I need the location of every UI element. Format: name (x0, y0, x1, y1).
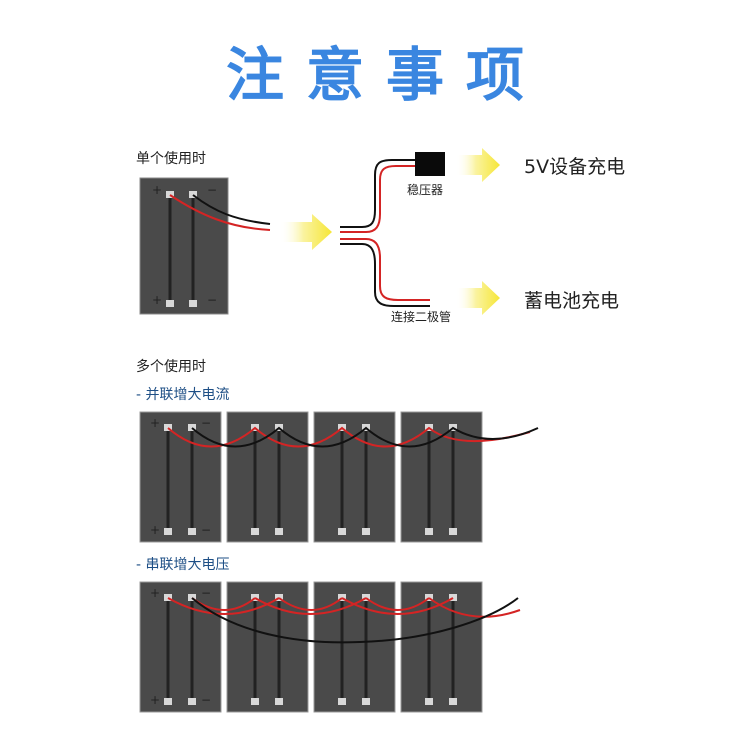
output-battery-label: 蓄电池充电 (524, 290, 620, 312)
diode-label: 连接二极管 (391, 310, 452, 324)
plus-mark: + (152, 293, 163, 307)
minus-mark: − (201, 416, 212, 430)
series-panels (139, 581, 483, 713)
split-red-wire-bottom (340, 238, 430, 301)
single-red-wire (169, 194, 271, 231)
split-red-wire-top (340, 165, 415, 233)
split-black-wire-top (340, 159, 415, 228)
single-use-heading: 单个使用时 (136, 151, 206, 167)
regulator-label: 稳压器 (407, 183, 444, 197)
output-5v-label: 5V设备充电 (524, 156, 626, 178)
series-label: - 串联增大电压 (136, 557, 230, 573)
plus-mark: + (150, 586, 161, 600)
minus-mark: − (207, 183, 218, 197)
plus-mark: + (152, 183, 163, 197)
minus-mark: − (201, 523, 212, 537)
plus-mark: + (150, 523, 161, 537)
minus-mark: − (201, 693, 212, 707)
parallel-red-wire (167, 426, 531, 448)
parallel-panels (139, 411, 483, 543)
parallel-label: - 并联增大电流 (136, 387, 230, 403)
plus-mark: + (150, 416, 161, 430)
minus-mark: − (201, 586, 212, 600)
parallel-black-wire (191, 426, 539, 448)
series-black-wire (191, 597, 519, 644)
single-arrow (280, 214, 332, 250)
arrow-to-battery (456, 281, 500, 315)
plus-mark: + (150, 693, 161, 707)
split-black-wire-bottom (340, 243, 430, 307)
single-black-wire (192, 194, 271, 225)
single-solar-panel (139, 177, 229, 315)
regulator-box (415, 152, 445, 176)
multi-use-heading: 多个使用时 (136, 359, 206, 375)
minus-mark: − (207, 293, 218, 307)
page-title: 注意事项 (225, 41, 546, 109)
arrow-to-5v (456, 148, 500, 182)
